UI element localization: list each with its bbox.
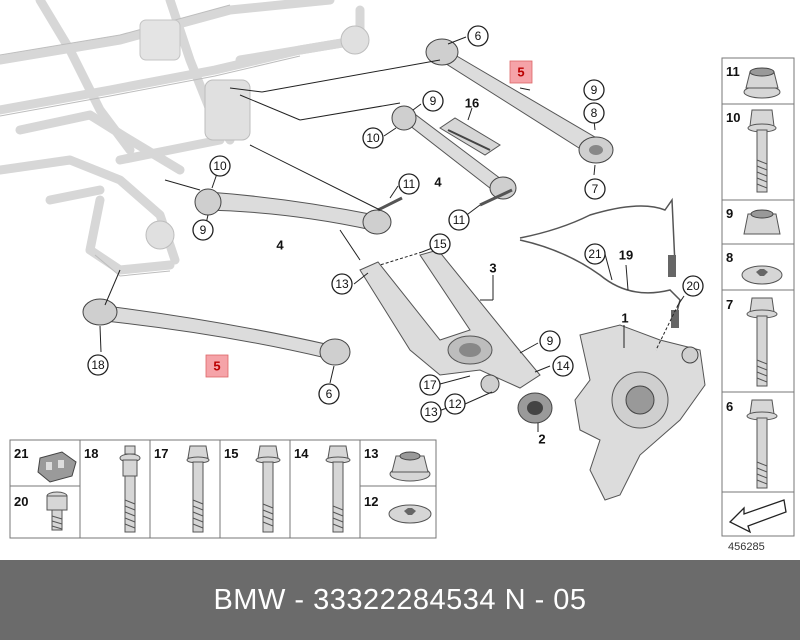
callout-text: 11 (403, 177, 416, 191)
callout-text: 10 (213, 159, 227, 173)
part-number-right: 7 (726, 297, 733, 312)
footer-bar: BMW - 33322284534 N - 05 (0, 560, 800, 640)
hex-nut-icon (743, 209, 781, 235)
callout-9-mid[interactable]: 9 (192, 219, 214, 241)
callout-6-top[interactable]: 6 (467, 25, 489, 47)
callout-text: 20 (686, 279, 700, 293)
connector-clip-icon (37, 451, 77, 483)
part-number-bottom: 12 (364, 494, 378, 509)
callout-text: 9 (430, 94, 437, 108)
part-number-right: 10 (726, 110, 740, 125)
label-arm-4-upper: 4 (434, 175, 442, 190)
part-number-bottom: 18 (84, 446, 98, 461)
hex-bolt-icon (747, 109, 777, 193)
part-number-bottom: 21 (14, 446, 28, 461)
callout-text: 21 (588, 247, 602, 261)
callout-text: 13 (424, 405, 438, 419)
callout-20[interactable]: 20 (682, 275, 704, 297)
callout-6-lower[interactable]: 6 (318, 383, 340, 405)
label-arm-4-lower: 4 (276, 238, 284, 253)
callout-10-mid[interactable]: 10 (209, 155, 231, 177)
callout-text: 10 (366, 131, 380, 145)
highlight-label-lower-arm[interactable]: 5 (205, 354, 229, 378)
label-bracket-16: 16 (465, 96, 479, 111)
flange-bolt-icon (746, 297, 778, 387)
callout-18[interactable]: 18 (87, 354, 109, 376)
callout-15[interactable]: 15 (429, 233, 451, 255)
callout-11-mid[interactable]: 11 (398, 173, 420, 195)
callout-13-upper[interactable]: 13 (331, 273, 353, 295)
callout-11-lower[interactable]: 11 (448, 209, 470, 231)
parts-table-right: 11 10 9 8 7 6 (721, 57, 795, 537)
part-number-bottom: 20 (14, 494, 28, 509)
callout-7[interactable]: 7 (584, 178, 606, 200)
washer-icon (741, 265, 783, 285)
callout-text: 18 (91, 358, 105, 372)
lower-control-arm (82, 298, 351, 366)
callout-10-upper[interactable]: 10 (362, 127, 384, 149)
callout-8[interactable]: 8 (583, 102, 605, 124)
part-number-bottom: 13 (364, 446, 378, 461)
label-bushing-2: 2 (538, 432, 545, 447)
camber-arm (194, 188, 403, 235)
stud-bolt-icon (119, 445, 141, 533)
callout-12[interactable]: 12 (444, 393, 466, 415)
callout-text: 9 (591, 83, 598, 97)
callout-text: 8 (591, 106, 598, 120)
parts-table-bottom: 21 18 17 15 14 13 20 12 (9, 439, 437, 539)
subframe-illustration (0, 0, 370, 277)
highlight-label-upper-arm[interactable]: 5 (509, 60, 533, 84)
washer-icon (388, 504, 432, 524)
trailing-arm-3 (359, 249, 541, 394)
label-arm-3: 3 (489, 261, 496, 276)
upper-control-arm (425, 38, 614, 164)
sensor-wire-19 (519, 197, 681, 328)
long-bolt-icon (746, 399, 778, 489)
callout-text: 14 (556, 359, 570, 373)
part-number-caption: BMW - 33322284534 N - 05 (213, 584, 587, 616)
callout-9-top-right[interactable]: 9 (583, 79, 605, 101)
parts-diagram: 5 5 4 4 3 1 2 6 9 8 7 9 10 16 10 11 9 11… (0, 0, 795, 539)
callout-text: 7 (592, 182, 599, 196)
callout-text: 12 (448, 397, 462, 411)
bracket-part-16 (439, 117, 501, 156)
socket-screw-icon (46, 491, 68, 531)
part-number-right: 11 (726, 64, 740, 79)
hex-bolt-icon (255, 445, 281, 533)
part-number-bottom: 14 (294, 446, 309, 461)
part-number-right: 8 (726, 250, 733, 265)
reference-arrow-icon (728, 499, 787, 534)
part-number-right: 6 (726, 399, 733, 414)
part-number-bottom: 15 (224, 446, 238, 461)
callout-text: 17 (423, 378, 437, 392)
lock-nut-icon (389, 451, 431, 482)
callout-text: 6 (475, 29, 482, 43)
label-wheel-carrier-1: 1 (621, 311, 628, 326)
callout-17[interactable]: 17 (419, 374, 441, 396)
callout-9-upper-mid[interactable]: 9 (422, 90, 444, 112)
rubber-bushing-2 (517, 392, 553, 424)
hex-bolt-icon (186, 445, 210, 533)
callout-text: 9 (200, 223, 207, 237)
callout-text: 15 (433, 237, 447, 251)
highlight-label-lower-text: 5 (213, 359, 220, 374)
toe-link-arm (391, 105, 517, 207)
wheel-carrier-1 (574, 324, 706, 501)
callout-text: 11 (453, 213, 466, 227)
diagram-reference-number: 456285 (728, 541, 765, 553)
flange-nut-icon (743, 67, 781, 99)
highlight-label-upper-text: 5 (517, 65, 524, 80)
part-number-bottom: 17 (154, 446, 168, 461)
callout-text: 13 (335, 277, 349, 291)
callout-13-lower[interactable]: 13 (420, 401, 442, 423)
flange-bolt-icon (325, 445, 351, 533)
part-number-right: 9 (726, 206, 733, 221)
callout-14[interactable]: 14 (552, 355, 574, 377)
label-wire-19: 19 (619, 248, 633, 263)
callout-9-lower[interactable]: 9 (539, 330, 561, 352)
callout-text: 9 (547, 334, 554, 348)
callout-text: 6 (326, 387, 333, 401)
callout-21[interactable]: 21 (584, 243, 606, 265)
